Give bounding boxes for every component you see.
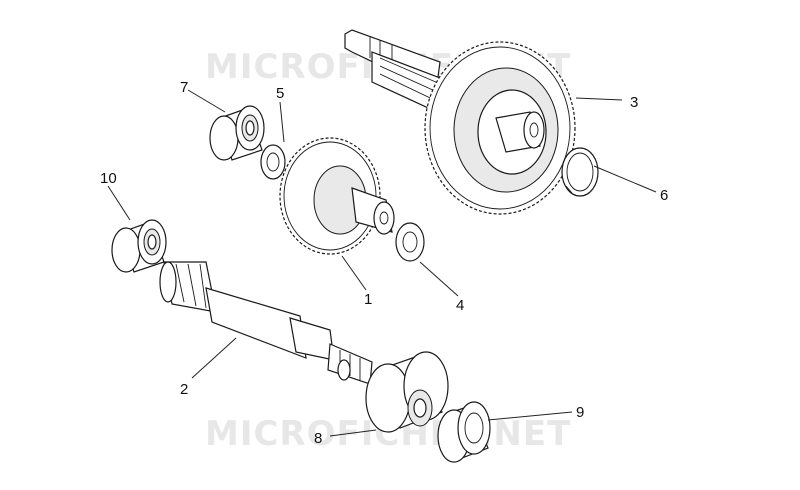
part-4-washer [395,222,425,262]
part-5-washer [260,144,286,180]
part-8-bearing [365,351,449,433]
callout-1: 1 [364,291,372,308]
callout-3: 3 [630,94,638,111]
callout-5: 5 [276,85,284,102]
callout-7: 7 [180,79,188,96]
leader-4 [419,261,459,297]
part-9-seal [437,401,491,463]
leader-2 [191,337,237,379]
leader-9 [487,411,573,421]
callout-labels: 7 5 3 6 10 1 4 2 9 8 [100,79,668,447]
callout-6: 6 [660,187,668,204]
callout-8: 8 [314,430,322,447]
part-10-bearing [111,219,167,273]
part-3-drive-gear-shaft [344,29,576,215]
leader-8 [329,429,377,437]
part-6-circlip [561,147,599,197]
leader-3 [575,97,623,101]
part-7-bearing [209,105,265,161]
callout-4: 4 [456,297,464,314]
callout-2: 2 [180,381,188,398]
callout-9: 9 [576,404,584,421]
part-1-intermediate-gear [279,137,395,255]
leader-lines [107,89,657,437]
leader-5 [279,101,285,143]
leader-1 [341,255,367,291]
part-2-driven-shaft [159,261,373,385]
leader-10 [107,185,131,221]
callout-10: 10 [100,170,117,187]
leader-6 [593,165,657,193]
leader-7 [187,89,226,113]
